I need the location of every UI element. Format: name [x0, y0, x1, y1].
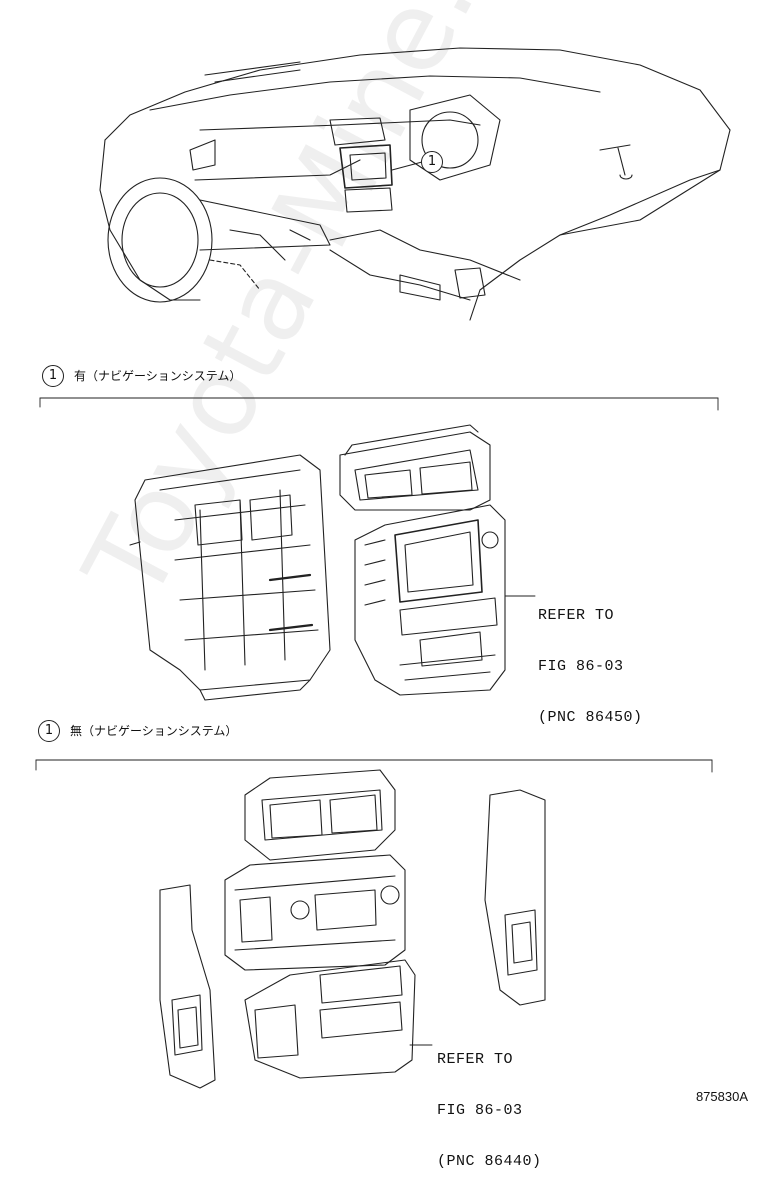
- navi-bracket-illustration: [129, 454, 331, 701]
- parts-diagram: [35, 47, 731, 1089]
- callout-1-navi: 1: [42, 365, 64, 387]
- reference-pnc-86450: REFER TO FIG 86-03 (PNC 86450): [538, 573, 643, 743]
- car-interior-illustration: [99, 47, 731, 321]
- reference-line-2: FIG 86-03: [538, 658, 624, 675]
- reference-line-1: REFER TO: [538, 607, 615, 624]
- no-navi-climate-unit-illustration: [244, 959, 433, 1079]
- callout-1-no-navi: 1: [38, 720, 60, 742]
- reference-line-3: (PNC 86450): [538, 709, 643, 726]
- reference-line-1: REFER TO: [437, 1051, 514, 1068]
- illustration-code: 875830A: [695, 1089, 748, 1104]
- navi-display-unit-illustration: [354, 504, 506, 696]
- caption-with-navigation: 有（ナビゲーションシステム）: [74, 369, 242, 383]
- no-navi-audio-unit-illustration: [224, 854, 406, 971]
- left-side-bracket-illustration: [159, 884, 216, 1089]
- caption-without-navigation: 無（ナビゲーションシステム）: [70, 724, 238, 738]
- navi-top-panel-illustration: [339, 424, 491, 511]
- no-navi-top-panel-illustration: [244, 769, 396, 861]
- reference-line-3: (PNC 86440): [437, 1153, 542, 1170]
- callout-1-overview: 1: [421, 151, 443, 173]
- reference-pnc-86440: REFER TO FIG 86-03 (PNC 86440): [437, 1017, 542, 1187]
- right-side-bracket-illustration: [484, 789, 546, 1006]
- reference-line-2: FIG 86-03: [437, 1102, 523, 1119]
